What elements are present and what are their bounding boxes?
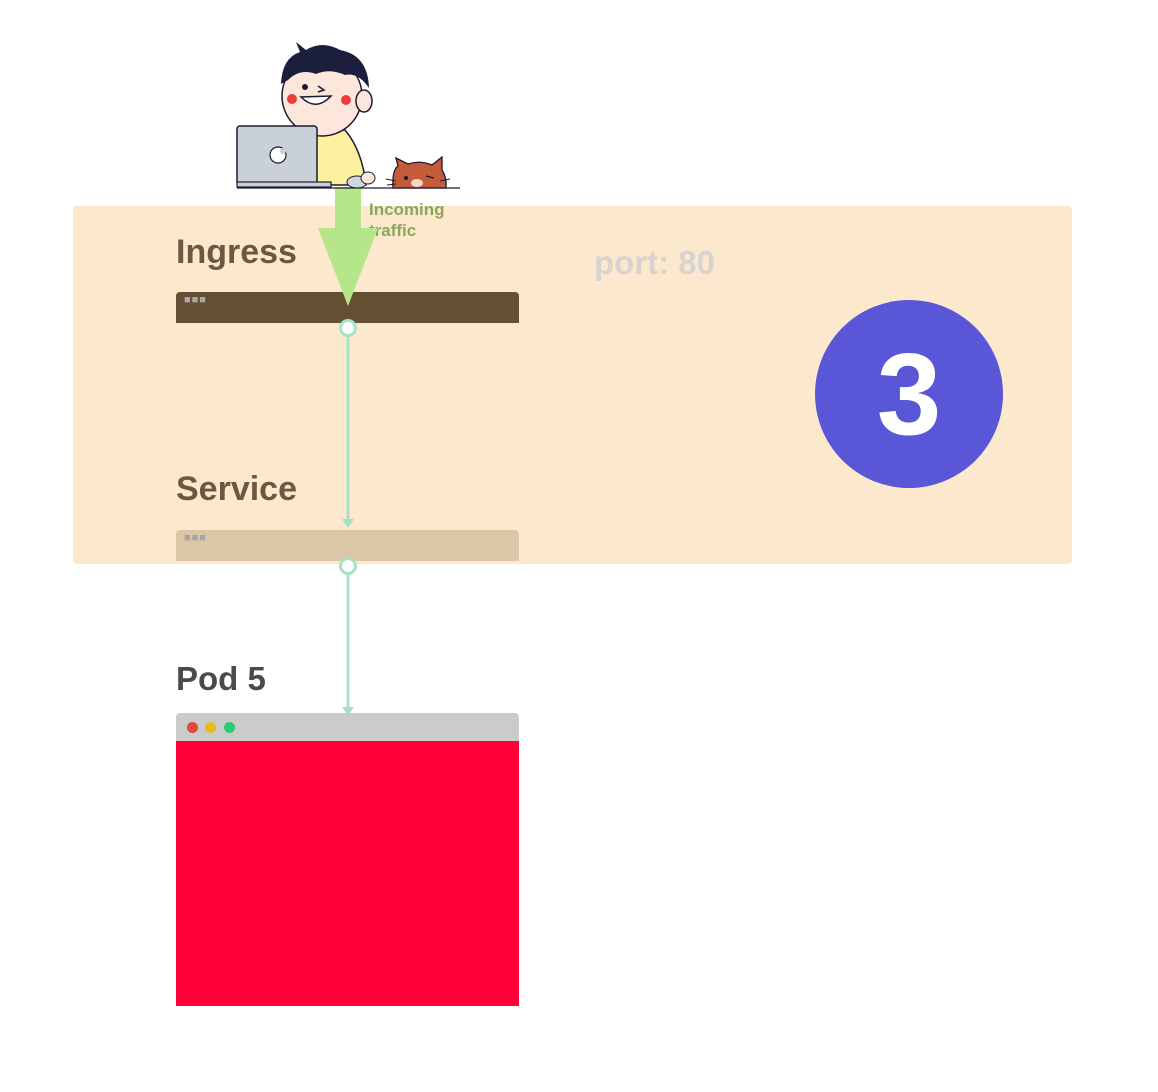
pod-label: Pod 5 — [176, 660, 266, 697]
port-label: port: 80 — [594, 244, 716, 281]
pod-titlebar — [176, 713, 519, 741]
incoming-traffic-arrow — [318, 187, 378, 306]
developer-at-laptop-icon — [236, 42, 460, 189]
cat-icon — [385, 155, 451, 189]
step-badge: 3 — [815, 300, 1003, 488]
close-dot-icon — [187, 722, 198, 733]
ingress-bar-dots: ■■■ — [184, 294, 207, 306]
service-label: Service — [176, 470, 297, 508]
service-bar-dots: ■■■ — [184, 532, 207, 544]
maximize-dot-icon — [224, 722, 235, 733]
step-number: 3 — [876, 329, 942, 459]
ingress-to-service-connector — [342, 336, 354, 528]
minimize-dot-icon — [205, 722, 216, 733]
incoming-traffic-label: Incoming traffic — [369, 200, 445, 240]
pod-window — [176, 713, 519, 1006]
service-bar: ■■■ — [176, 530, 519, 561]
service-to-pod-connector — [342, 573, 354, 716]
pod-content — [176, 741, 519, 1006]
service-port-node — [339, 557, 357, 575]
ingress-label: Ingress — [176, 233, 297, 271]
ingress-port-node — [339, 319, 357, 337]
